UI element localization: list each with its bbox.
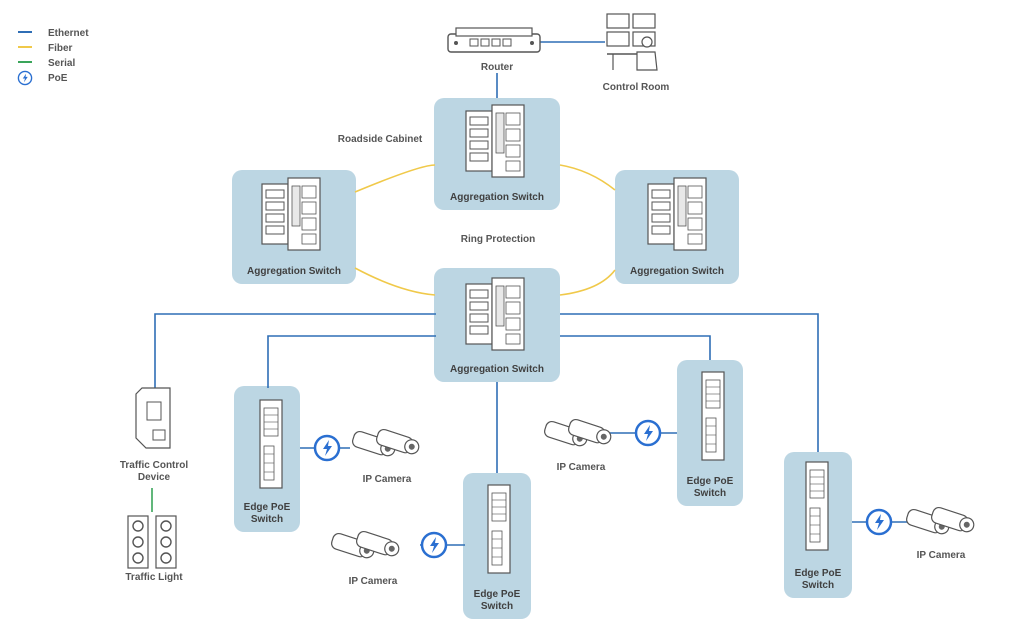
- roadside-cabinet-label: Roadside Cabinet: [337, 134, 423, 145]
- edge-center-label-1: Edge PoE: [473, 589, 521, 600]
- agg-right-switch-icon: [647, 177, 707, 251]
- agg-right-label: Aggregation Switch: [630, 266, 724, 277]
- agg-bottom-switch-icon: [465, 277, 525, 351]
- traffic-control-device-label: Traffic Control Device: [104, 460, 204, 484]
- legend-poe: PoE: [48, 72, 68, 84]
- edge-left-label-1: Edge PoE: [243, 502, 291, 513]
- agg-top-label: Aggregation Switch: [450, 192, 544, 203]
- legend-swatches: [17, 31, 33, 86]
- edge-right-switch-icon: [805, 461, 829, 551]
- poe-icon: [420, 531, 448, 559]
- edge-left-label-2: Switch: [250, 514, 284, 525]
- legend-fiber: Fiber: [48, 42, 73, 54]
- router-label: Router: [480, 62, 514, 73]
- legend: Ethernet Fiber Serial PoE: [18, 26, 89, 85]
- edge-center-switch-icon: [487, 484, 511, 574]
- edge-left-switch-icon: [259, 399, 283, 489]
- ring-protection-label: Ring Protection: [460, 234, 536, 245]
- poe-icon: [634, 419, 662, 447]
- ip-camera-1-label: IP Camera: [362, 474, 412, 485]
- ip-camera-2-label: IP Camera: [348, 576, 398, 587]
- agg-bottom-label: Aggregation Switch: [450, 364, 544, 375]
- ethernet-links: [154, 41, 910, 546]
- agg-left-label: Aggregation Switch: [247, 266, 341, 277]
- edge-right-label-1: Edge PoE: [794, 568, 842, 579]
- edge-center-label-2: Switch: [480, 601, 514, 612]
- agg-top-switch-icon: [465, 104, 525, 178]
- legend-ethernet: Ethernet: [48, 27, 89, 39]
- fiber-ring: [354, 164, 616, 296]
- ip-camera-4-label: IP Camera: [916, 550, 966, 561]
- poe-icon: [865, 508, 893, 536]
- traffic-light-icon: [127, 515, 177, 569]
- control-room-icon: [606, 13, 658, 71]
- router-icon: [447, 27, 541, 53]
- poe-icon: [313, 434, 341, 462]
- control-room-label: Control Room: [602, 82, 670, 93]
- traffic-control-device-label-2: Device: [137, 472, 171, 483]
- edge-right-label-2: Switch: [801, 580, 835, 591]
- traffic-control-device-icon: [135, 387, 171, 449]
- agg-left-switch-icon: [261, 177, 321, 251]
- ip-camera-3-label: IP Camera: [556, 462, 606, 473]
- edge-midright-label-2: Switch: [693, 488, 727, 499]
- edge-midright-label-1: Edge PoE: [686, 476, 734, 487]
- traffic-control-device-label-1: Traffic Control: [119, 460, 189, 471]
- edge-midright-switch-icon: [701, 371, 725, 461]
- legend-serial: Serial: [48, 57, 76, 69]
- traffic-light-label: Traffic Light: [125, 572, 183, 583]
